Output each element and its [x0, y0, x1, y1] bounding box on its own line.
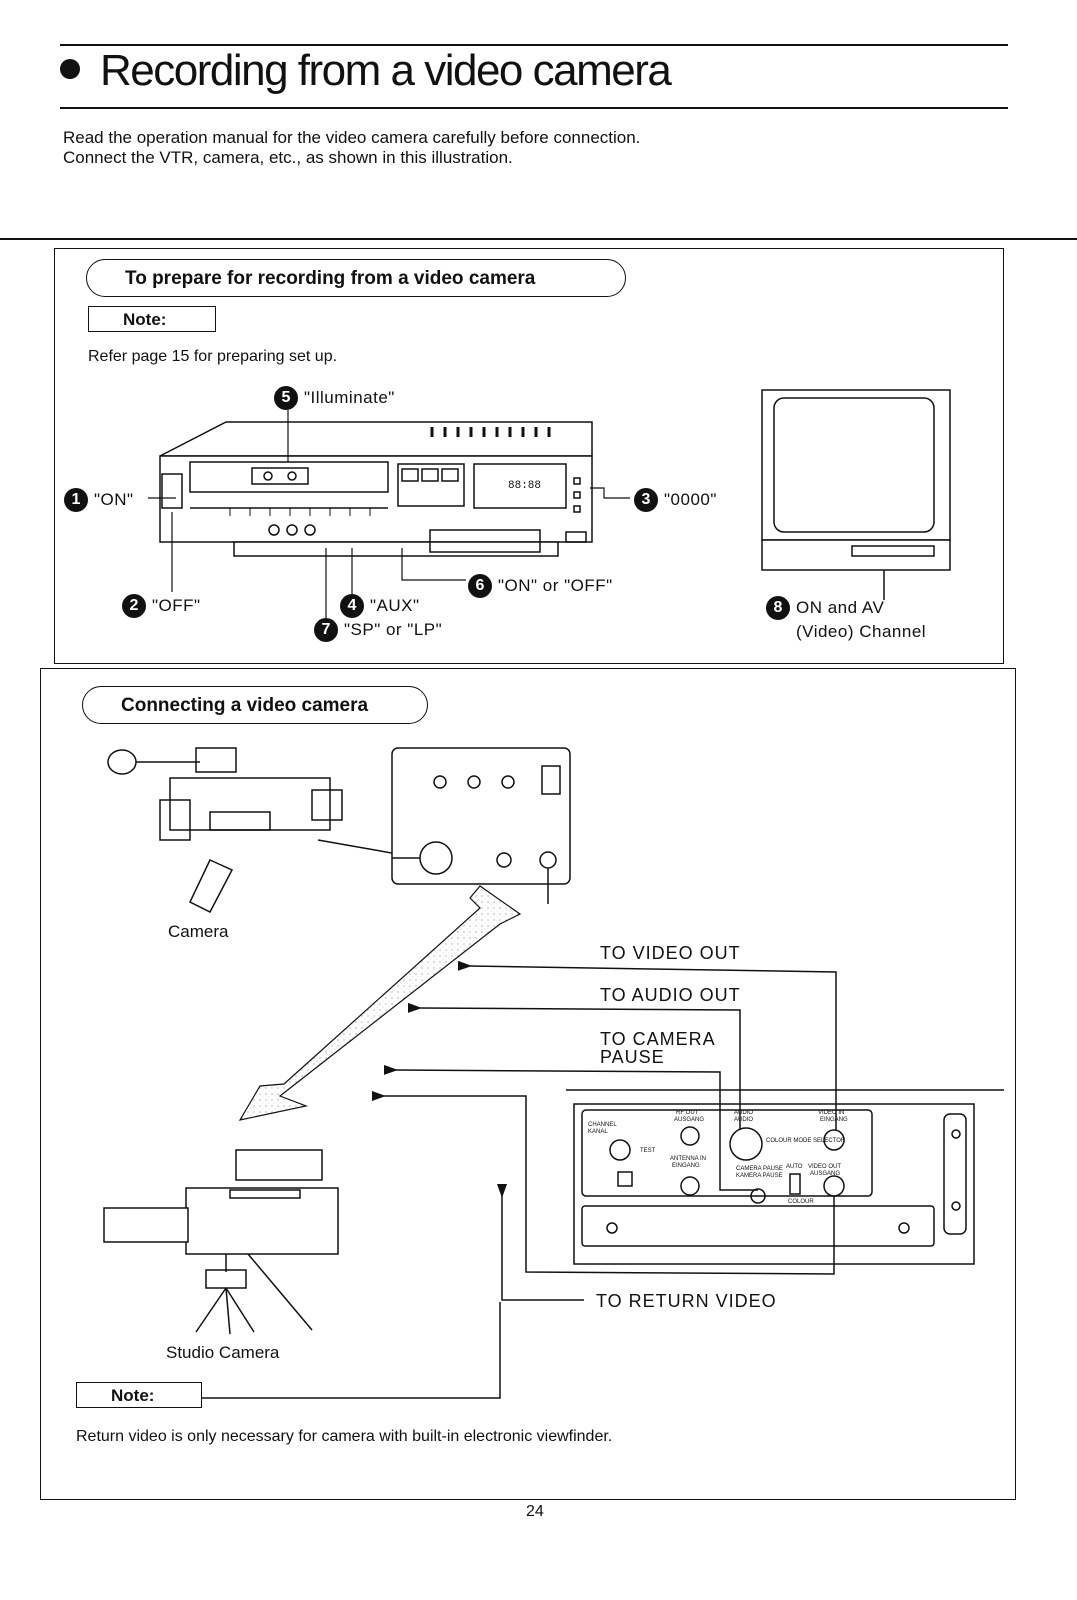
line-note-link	[202, 1302, 501, 1399]
connecting-panel	[40, 668, 1016, 1500]
callout-8-label: ON and AV	[796, 598, 885, 617]
prepare-note-text: Refer page 15 for preparing set up.	[88, 348, 338, 365]
page-title: Recording from a video camera	[60, 46, 672, 96]
label-to-camera-pause-2: PAUSE	[600, 1047, 665, 1067]
panel-label-camera-pause-de: KAMERA PAUSE	[736, 1173, 783, 1179]
callout-2-label: "OFF"	[152, 596, 201, 615]
line-return-video	[372, 1091, 835, 1275]
intro-text: Read the operation manual for the video …	[63, 128, 640, 168]
callout-3: 3 "0000"	[634, 488, 717, 512]
vcr-illustration: 88:88	[159, 421, 593, 557]
callout-6-number: 6	[468, 574, 492, 598]
vtr-rear-panel	[566, 1089, 1004, 1265]
label-to-camera-pause-1: TO CAMERA	[600, 1029, 716, 1049]
prepare-note-label: Note:	[123, 310, 167, 329]
callout-7-label: "SP" or "LP"	[344, 620, 443, 639]
panel-label-rf-out-de: AUSGANG	[674, 1117, 704, 1123]
callout-2: 2 "OFF"	[122, 594, 201, 618]
section-rule	[0, 238, 1077, 240]
connecting-heading: Connecting a video camera	[82, 686, 428, 724]
callout-3-number: 3	[634, 488, 658, 512]
rear-panel-labels: RF OUT AUSGANG AUDIO AUDIO VIDEO IN EING…	[588, 1110, 848, 1205]
title-bullet-icon	[60, 59, 80, 80]
line-camera-pause	[383, 1064, 758, 1191]
panel-label-channel-de: KANAL	[588, 1129, 608, 1135]
label-to-video-out: TO VIDEO OUT	[600, 943, 741, 963]
panel-label-antenna-in-de: EINGANG	[672, 1163, 700, 1169]
page-number: 24	[526, 1503, 544, 1520]
intro-line-2: Connect the VTR, camera, etc., as shown …	[63, 148, 513, 167]
vcr-leader-lines	[148, 410, 630, 618]
label-to-camera-pause: TO CAMERA PAUSE	[600, 1030, 716, 1066]
line-video-out	[457, 960, 837, 1130]
callout-6: 6 "ON" or "OFF"	[468, 574, 613, 598]
panel-label-colour: COLOUR	[788, 1199, 814, 1205]
camera-control-unit	[391, 747, 571, 904]
panel-label-video-out: VIDEO OUT	[808, 1164, 841, 1170]
double-arrow-illustration	[238, 885, 522, 1121]
panel-label-colour-mode: COLOUR MODE SELECTOR	[766, 1138, 846, 1144]
connecting-heading-text: Connecting a video camera	[121, 695, 369, 716]
panel-label-rf-out: RF OUT	[676, 1110, 699, 1116]
panel-label-channel: CHANNEL	[588, 1122, 617, 1128]
panel-label-camera-pause: CAMERA PAUSE	[736, 1166, 783, 1172]
label-to-return-video: TO RETURN VIDEO	[596, 1291, 777, 1311]
callout-7: 7 "SP" or "LP"	[314, 618, 442, 642]
page-title-text: Recording from a video camera	[100, 46, 672, 95]
label-to-audio-out: TO AUDIO OUT	[600, 985, 741, 1005]
camera-label: Camera	[168, 922, 229, 941]
panel-label-antenna-in: ANTENNA IN	[670, 1156, 706, 1162]
callout-5-label: "Illuminate"	[304, 388, 395, 407]
callout-8-number: 8	[766, 596, 790, 620]
callout-7-number: 7	[314, 618, 338, 642]
callout-4-label: "AUX"	[370, 596, 420, 615]
callout-2-number: 2	[122, 594, 146, 618]
panel-label-video-in-de: EINGANG	[820, 1117, 848, 1123]
vcr-display-text: 88:88	[508, 480, 541, 492]
callout-5: 5 "Illuminate"	[274, 386, 395, 410]
callout-4-number: 4	[340, 594, 364, 618]
callout-8: 8 ON and AV (Video) Channel	[766, 596, 926, 643]
callout-6-label: "ON" or "OFF"	[498, 576, 613, 595]
top-rule	[60, 44, 1008, 46]
panel-label-video-in: VIDEO IN	[818, 1110, 844, 1116]
callout-5-number: 5	[274, 386, 298, 410]
panel-label-auto: AUTO	[786, 1164, 803, 1170]
prepare-heading-text: To prepare for recording from a video ca…	[125, 268, 536, 289]
connecting-note-label: Note:	[111, 1386, 155, 1405]
prepare-heading: To prepare for recording from a video ca…	[86, 259, 626, 297]
line-audio-out	[407, 1002, 741, 1130]
handheld-camera-illustration	[107, 747, 421, 913]
studio-camera-illustration	[103, 1149, 339, 1335]
studio-camera-label: Studio Camera	[166, 1343, 280, 1362]
connection-lines	[202, 960, 837, 1399]
intro-line-1: Read the operation manual for the video …	[63, 128, 641, 147]
tv-illustration	[761, 389, 951, 600]
line-return-video-label	[497, 1184, 584, 1301]
title-underline	[60, 107, 1008, 109]
callout-4: 4 "AUX"	[340, 594, 420, 618]
panel-label-test: TEST	[640, 1148, 656, 1154]
panel-label-audio-de: AUDIO	[734, 1117, 753, 1123]
callout-1-number: 1	[64, 488, 88, 512]
callout-8-label-2: (Video) Channel	[796, 621, 927, 641]
prepare-panel	[54, 248, 1004, 664]
connecting-note-box: Note:	[76, 1382, 202, 1408]
panel-label-video-out-de: AUSGANG	[810, 1171, 840, 1177]
callout-1: 1 "ON"	[64, 488, 134, 512]
callout-3-label: "0000"	[664, 490, 717, 509]
connecting-note-text: Return video is only necessary for camer…	[76, 1428, 613, 1445]
callout-1-label: "ON"	[94, 490, 134, 509]
prepare-note-box: Note:	[88, 306, 216, 332]
panel-label-audio: AUDIO	[734, 1110, 753, 1116]
